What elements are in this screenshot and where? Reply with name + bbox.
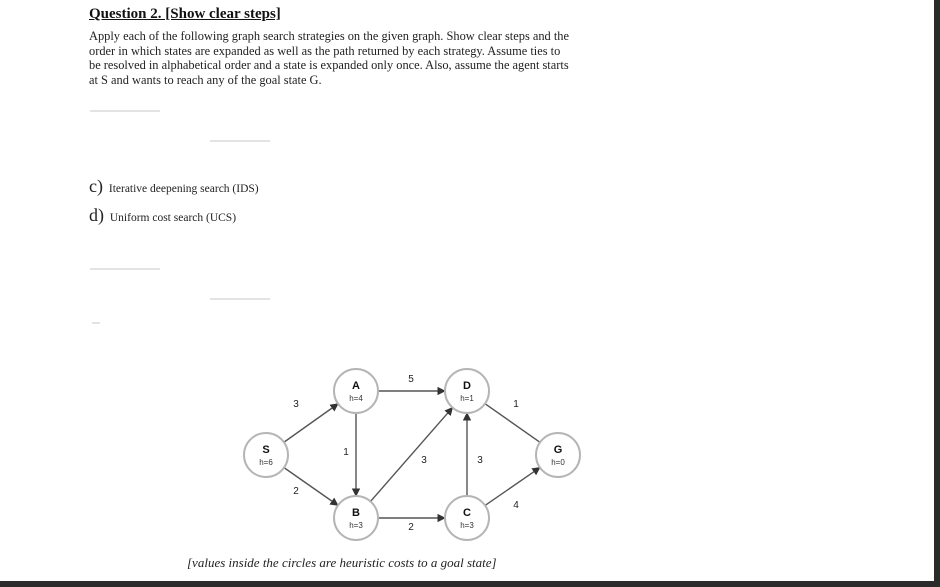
node-circle-G [535,432,581,478]
edge-cost-A-B: 1 [343,447,349,458]
part-c-text: Iterative deepening search (IDS) [108,183,259,195]
node-circle-D [444,368,490,414]
edge-cost-A-D: 5 [408,374,414,385]
edge-S-B [283,467,339,506]
edge-D-G [484,403,541,443]
graph-caption: [values inside the circles are heuristic… [187,555,497,570]
node-heuristic-B: h=3 [349,521,363,530]
faint-line [210,298,270,300]
node-heuristic-C: h=3 [460,521,474,530]
node-A: Ah=4 [333,368,379,414]
part-c-letter: c) [89,176,103,196]
question-line-2: order in which states are expanded as we… [89,43,561,58]
node-label-A: A [352,380,360,392]
edge-cost-S-A: 3 [293,399,299,410]
part-d-text: Uniform cost search (UCS) [109,212,237,224]
part-d: d) Uniform cost search (UCS) [89,205,236,226]
edge-cost-B-D: 3 [421,455,427,466]
faint-line [92,322,100,324]
edge-S-A [283,403,339,443]
node-circle-B [333,495,379,541]
node-label-S: S [262,444,269,456]
node-label-D: D [463,380,471,392]
edge-B-D [369,406,454,502]
edge-cost-S-B: 2 [293,486,299,497]
node-label-B: B [352,507,360,519]
node-circle-A [333,368,379,414]
edge-cost-C-G: 4 [513,500,519,511]
node-heuristic-G: h=0 [551,458,565,467]
node-label-C: C [463,507,471,519]
node-heuristic-D: h=1 [460,394,474,403]
edge-cost-B-C: 2 [408,522,414,533]
question-body: Apply each of the following graph search… [89,29,689,87]
node-label-G: G [554,444,563,456]
node-D: Dh=1 [444,368,490,414]
faint-line [90,110,160,112]
part-d-letter: d) [89,205,104,225]
node-circle-C [444,495,490,541]
node-G: Gh=0 [535,432,581,478]
part-c: c) Iterative deepening search (IDS) [89,176,259,197]
question-title: Question 2. [Show clear steps] [89,6,281,22]
node-heuristic-A: h=4 [349,394,363,403]
faint-line [210,140,270,142]
faint-line [90,268,160,270]
node-circle-S [243,432,289,478]
node-C: Ch=3 [444,495,490,541]
node-heuristic-S: h=6 [259,458,273,467]
node-S: Sh=6 [243,432,289,478]
node-B: Bh=3 [333,495,379,541]
edge-cost-D-G: 1 [513,399,519,410]
edge-C-G [484,466,541,507]
question-line-3: be resolved in alphabetical order and a … [89,58,569,73]
question-line-4: at S and wants to reach any of the goal … [89,72,322,87]
question-line-1: Apply each of the following graph search… [89,29,569,43]
edge-cost-C-D: 3 [477,455,483,466]
